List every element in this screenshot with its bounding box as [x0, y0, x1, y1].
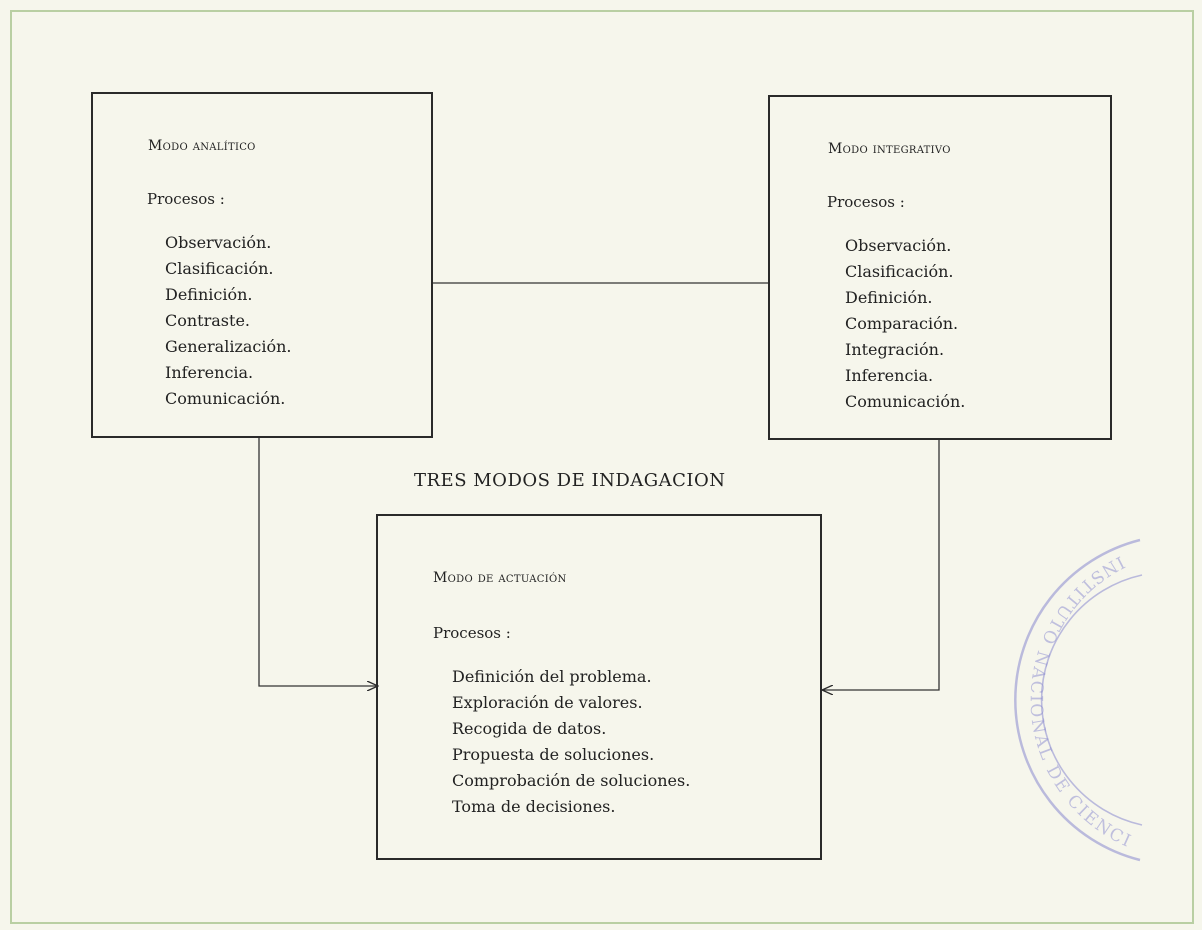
procesos-label: Procesos : — [827, 193, 905, 211]
list-item: Clasificación. — [165, 259, 274, 278]
page-frame — [10, 10, 1194, 924]
library-stamp: INSTITUTO NACIONAL DE CIENCIAS DE LA EDU… — [960, 520, 1143, 862]
connector-analitico-actuacion — [258, 438, 378, 686]
process-list: Definición del problema. Exploración de … — [452, 664, 690, 820]
list-item: Comunicación. — [845, 392, 966, 411]
diagram-title: TRES MODOS DE INDAGACION — [414, 470, 726, 491]
list-item: Definición. — [165, 285, 253, 304]
svg-text:INSTITUTO NACIONAL DE CIENCIAS: INSTITUTO NACIONAL DE CIENCIAS DE LA EDU… — [960, 520, 1135, 852]
list-item: Observación. — [165, 233, 272, 252]
box-title: Modo analítico — [148, 138, 256, 154]
process-list: Observación. Clasificación. Definición. … — [165, 230, 292, 412]
list-item: Generalización. — [165, 337, 292, 356]
list-item: Comprobación de soluciones. — [452, 771, 691, 790]
procesos-label: Procesos : — [147, 190, 225, 208]
list-item: Definición del problema. — [452, 667, 652, 686]
list-item: Recogida de datos. — [452, 719, 607, 738]
list-item: Definición. — [845, 288, 933, 307]
box-title: Modo de actuación — [433, 570, 567, 586]
list-item: Inferencia. — [165, 363, 254, 382]
list-item: Comparación. — [845, 314, 959, 333]
list-item: Contraste. — [165, 311, 250, 330]
procesos-label: Procesos : — [433, 624, 511, 642]
process-list: Observación. Clasificación. Definición. … — [845, 233, 965, 415]
connector-integrativo-actuacion — [822, 440, 940, 690]
box-title: Modo integrativo — [828, 141, 951, 157]
box-modo-actuacion: Modo de actuación Procesos : Definición … — [376, 514, 822, 860]
list-item: Integración. — [845, 340, 945, 359]
list-item: Toma de decisiones. — [452, 797, 616, 816]
list-item: Clasificación. — [845, 262, 954, 281]
list-item: Inferencia. — [845, 366, 934, 385]
list-item: Exploración de valores. — [452, 693, 643, 712]
box-modo-analitico: Modo analítico Procesos : Observación. C… — [91, 92, 433, 438]
list-item: Comunicación. — [165, 389, 286, 408]
list-item: Observación. — [845, 236, 952, 255]
list-item: Propuesta de soluciones. — [452, 745, 655, 764]
box-modo-integrativo: Modo integrativo Procesos : Observación.… — [768, 95, 1112, 440]
